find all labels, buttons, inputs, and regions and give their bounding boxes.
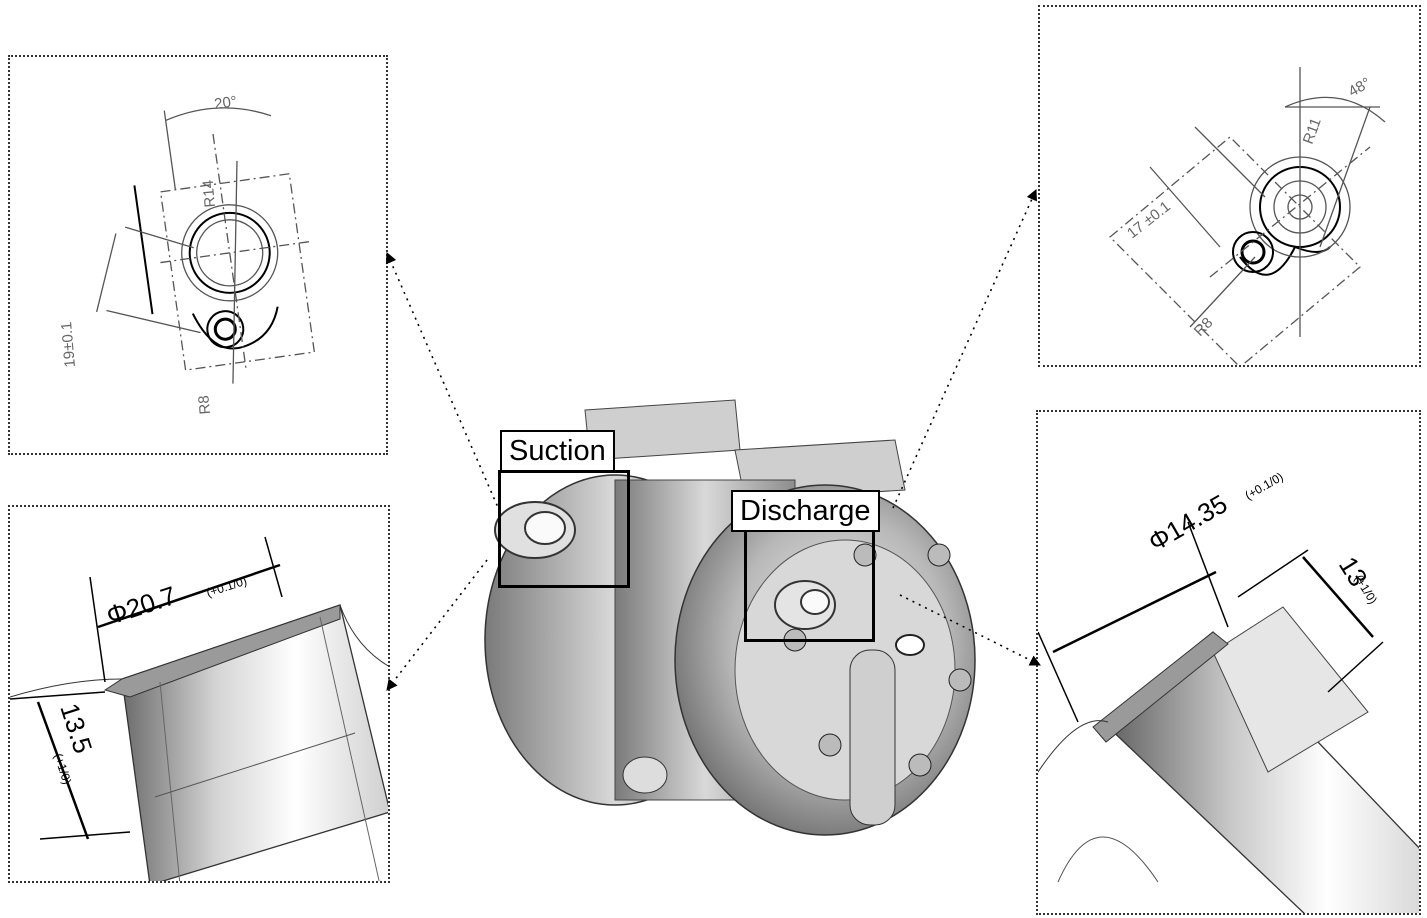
distance-label: 19±0.1 [58, 321, 79, 368]
suction-pipe-detail-panel: Φ20.7 (+0.1/0) 13.5 (+1/0) [8, 505, 390, 883]
discharge-pipe-detail-panel: Φ14.35 (+0.1/0) 13 (+1/0) [1036, 410, 1421, 915]
suction-flange-drawing: 20° R14 19±0.1 R8 [58, 93, 316, 416]
angle-label: 20° [213, 93, 238, 113]
length-label: 13.5 [54, 700, 98, 757]
discharge-label: Discharge [731, 490, 880, 532]
radius-label: R14 [200, 179, 219, 208]
diameter-tolerance-label: (+0.1/0) [1243, 470, 1286, 503]
bolt-radius-label: R8 [1191, 314, 1217, 340]
radius-label: R11 [1300, 116, 1325, 147]
length-tolerance-label: (+1/0) [1351, 572, 1380, 606]
discharge-port-highlight [744, 528, 875, 642]
bolt-radius-label: R8 [195, 395, 214, 416]
length-tolerance-label: (+1/0) [51, 752, 74, 786]
discharge-pipe-detail: Φ14.35 (+0.1/0) 13 (+1/0) [1038, 470, 1419, 913]
suction-port-highlight [498, 470, 630, 588]
discharge-flange-drawing: 48° R11 17 ±0.1 R8 [1109, 67, 1386, 365]
diameter-label: Φ20.7 [103, 580, 180, 631]
suction-label: Suction [500, 430, 615, 472]
suction-flange-drawing-panel: 20° R14 19±0.1 R8 [8, 55, 388, 455]
diameter-tolerance-label: (+0.1/0) [205, 574, 249, 600]
discharge-flange-drawing-panel: 48° R11 17 ±0.1 R8 [1038, 5, 1421, 367]
suction-pipe-detail: Φ20.7 (+0.1/0) 13.5 (+1/0) [10, 536, 388, 881]
diameter-label: Φ14.35 [1143, 488, 1232, 557]
distance-label: 17 ±0.1 [1124, 198, 1174, 242]
angle-label: 48° [1346, 74, 1374, 100]
